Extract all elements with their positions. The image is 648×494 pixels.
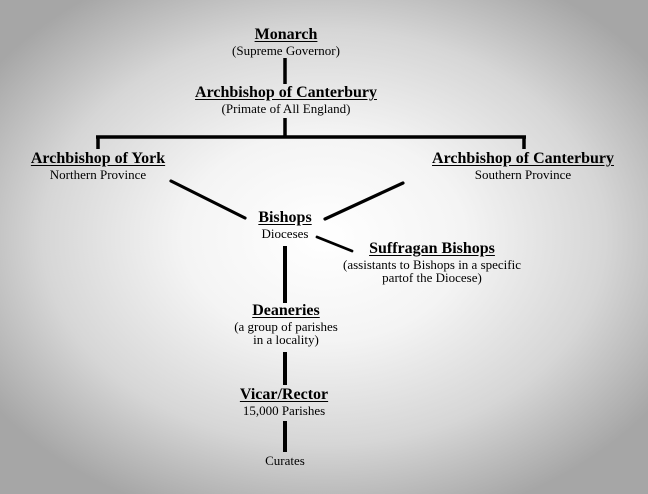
node-vicar-rector: Vicar/Rector 15,000 Parishes [239,386,329,418]
connector-bishops-to-suffragan [315,235,354,253]
node-deaneries: Deaneries (a group of parishes in a loca… [234,302,338,348]
archbishop-canterbury-southern-subtitle: Southern Province [474,166,572,182]
node-archbishop-canterbury-southern: Archbishop of Canterbury Southern Provin… [432,150,614,182]
suffragan-bishops-subtitle-line2: partof the Diocese) [382,270,482,286]
connector-york-to-bishops [169,179,247,220]
vicar-rector-subtitle: 15,000 Parishes [242,402,326,418]
monarch-title: Monarch [254,26,318,43]
archbishop-canterbury-primate-subtitle: (Primate of All England) [221,100,351,116]
deaneries-subtitle-line1: (a group of parishes [234,318,338,334]
node-suffragan-bishops: Suffragan Bishops (assistants to Bishops… [342,240,522,286]
deaneries-title: Deaneries [252,302,320,319]
archbishop-canterbury-primate-title: Archbishop of Canterbury [195,84,377,101]
deaneries-subtitle-line2: in a locality) [253,332,319,348]
node-archbishop-york: Archbishop of York Northern Province [30,150,166,182]
archbishop-canterbury-southern-title: Archbishop of Canterbury [432,150,614,167]
bishops-title: Bishops [258,209,312,226]
node-curates: Curates [265,454,305,468]
archbishop-york-subtitle: Northern Province [49,166,147,182]
node-monarch: Monarch (Supreme Governor) [232,26,340,58]
archbishop-york-title: Archbishop of York [30,150,166,167]
suffragan-bishops-subtitle-line1: (assistants to Bishops in a specific [342,256,522,272]
curates-label: Curates [265,453,305,468]
vicar-rector-title: Vicar/Rector [239,386,329,403]
connector-canterbury-to-bishops [323,181,405,221]
bishops-subtitle: Dioceses [261,225,309,241]
node-bishops: Bishops Dioceses [258,209,312,241]
node-archbishop-canterbury-primate: Archbishop of Canterbury (Primate of All… [195,84,377,116]
suffragan-bishops-title: Suffragan Bishops [369,240,495,257]
monarch-subtitle: (Supreme Governor) [232,42,340,58]
